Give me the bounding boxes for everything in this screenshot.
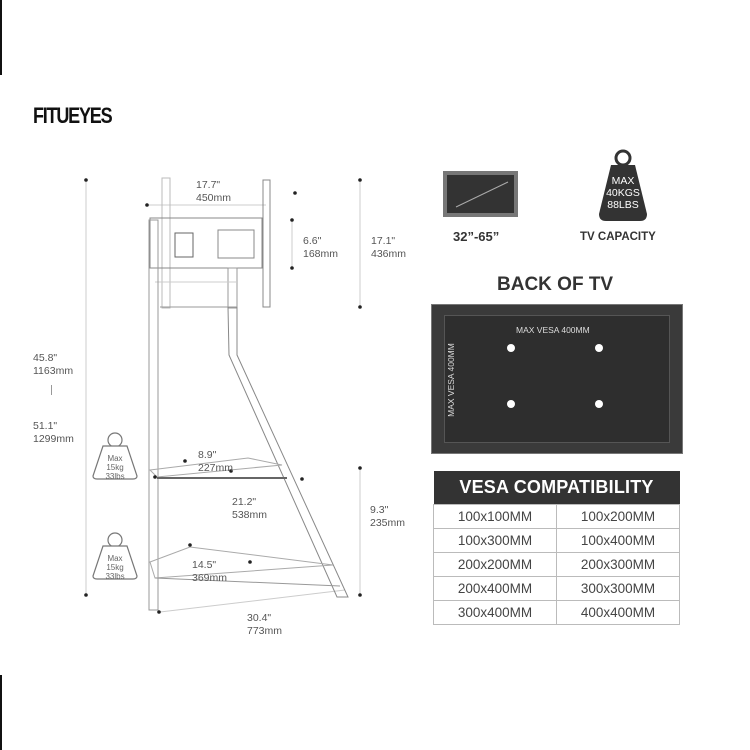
right-rail — [262, 179, 271, 308]
dim-top-shelf-depth: 8.9"227mm — [198, 449, 234, 474]
shelf-weight-icon-1 — [92, 432, 138, 480]
vesa-hole — [507, 344, 515, 352]
capacity-text: Max — [107, 454, 123, 463]
table-cell: 100x100MM — [433, 504, 557, 529]
vesa-vertical-label: MAX VESA 400MM — [446, 343, 456, 417]
dim-base-width: 30.4"773mm — [247, 612, 283, 637]
top-shelf — [148, 457, 283, 478]
shelf-capacity-1: Max 15kg 33lbs — [100, 454, 130, 481]
tv-capacity-text: MAX 40KGS 88LBS — [583, 175, 663, 211]
rear-leg — [148, 219, 159, 611]
back-of-tv-diagram: MAX VESA 400MM MAX VESA 400MM — [431, 304, 683, 454]
stand-drawing — [84, 177, 362, 614]
left-rail — [161, 177, 171, 309]
table-cell: 100x300MM — [433, 528, 557, 553]
height-range-divider — [51, 385, 52, 395]
vesa-table-title: VESA COMPATIBILITY — [433, 471, 680, 505]
capacity-text: 33lbs — [105, 572, 125, 581]
tv-size-label: 32”-65” — [453, 229, 500, 244]
tv-screen-icon — [443, 171, 518, 217]
table-cell: 300x400MM — [433, 600, 557, 625]
vesa-hole — [595, 344, 603, 352]
dim-tv-height-range: 17.1"436mm — [371, 235, 407, 260]
capacity-line: 40KGS — [606, 187, 640, 199]
table-cell: 400x400MM — [556, 600, 680, 625]
dim-mount-height: 6.6"168mm — [303, 235, 339, 260]
capacity-text: Max — [107, 554, 123, 563]
capacity-line: 88LBS — [607, 199, 639, 211]
vesa-horizontal-label: MAX VESA 400MM — [516, 325, 590, 335]
capacity-line: MAX — [611, 175, 635, 187]
dim-bottom-shelf-depth: 14.5"369mm — [192, 559, 228, 584]
capacity-text: 15kg — [106, 563, 124, 572]
brand-logo: FITUEYES — [33, 103, 113, 128]
dim-max-height: 51.1"1299mm — [33, 420, 74, 445]
dim-shelf-gap: 9.3"235mm — [370, 504, 406, 529]
bottom-shelf — [149, 546, 334, 579]
capacity-text: 33lbs — [105, 472, 125, 481]
edge-bar-bottom — [0, 675, 2, 750]
vesa-hole — [507, 400, 515, 408]
back-of-tv-title: BACK OF TV — [497, 274, 614, 295]
base-width-line — [159, 589, 346, 613]
dim-top-shelf-width: 21.2"538mm — [232, 496, 268, 521]
table-cell: 200x200MM — [433, 552, 557, 577]
table-cell: 200x300MM — [556, 552, 680, 577]
shelf-weight-icon-2 — [92, 532, 138, 580]
vesa-hole — [595, 400, 603, 408]
dim-mount-width: 17.7"450mm — [196, 179, 232, 204]
capacity-text: 15kg — [106, 463, 124, 472]
tv-capacity-label: TV CAPACITY — [580, 231, 656, 243]
table-cell: 100x200MM — [556, 504, 680, 529]
mount-plate — [149, 217, 263, 269]
front-leg — [227, 306, 349, 598]
table-cell: 200x400MM — [433, 576, 557, 601]
table-cell: 100x400MM — [556, 528, 680, 553]
tv-weight-icon — [599, 149, 647, 221]
table-cell: 300x300MM — [556, 576, 680, 601]
dim-min-height: 45.8"1163mm — [33, 352, 74, 377]
edge-bar-top — [0, 0, 2, 75]
shelf-capacity-2: Max 15kg 33lbs — [100, 554, 130, 581]
